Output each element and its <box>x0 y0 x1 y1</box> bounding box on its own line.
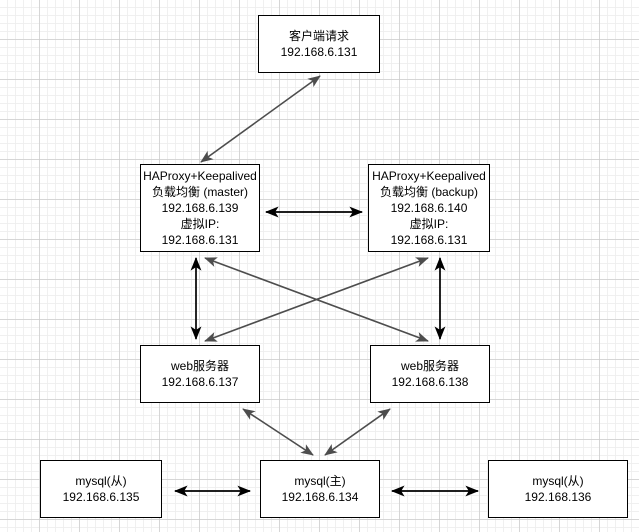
lb-backup-ip: 192.168.6.140 <box>390 201 468 215</box>
mysql-master-node[interactable]: mysql(主) 192.168.6.134 <box>260 460 380 518</box>
lb-master-vip: 192.168.6.131 <box>161 233 239 247</box>
mysql-slave-left-ip: 192.168.6.135 <box>62 490 140 504</box>
web-right-ip: 192.168.6.138 <box>391 375 469 389</box>
web-right-label: web服务器 <box>400 359 459 373</box>
edge-lb-backup-to-web-left <box>204 257 429 342</box>
edge-client-to-lb-master <box>200 75 321 163</box>
mysql-slave-left-node[interactable]: mysql(从) 192.168.6.135 <box>40 460 162 518</box>
client-request-label: 客户端请求 <box>288 29 349 43</box>
web-left-ip: 192.168.6.137 <box>161 375 239 389</box>
web-left-label: web服务器 <box>170 359 229 373</box>
haproxy-keepalived-master-node[interactable]: HAProxy+Keepalived 负载均衡 (master) 192.168… <box>140 164 260 252</box>
web-server-left-node[interactable]: web服务器 192.168.6.137 <box>140 345 260 403</box>
mysql-slave-right-label: mysql(从) <box>532 474 584 488</box>
haproxy-keepalived-backup-node[interactable]: HAProxy+Keepalived 负载均衡 (backup) 192.168… <box>368 164 490 252</box>
web-server-right-node[interactable]: web服务器 192.168.6.138 <box>370 345 490 403</box>
lb-backup-vip: 192.168.6.131 <box>390 233 468 247</box>
lb-master-role: 负载均衡 (master) <box>151 185 248 199</box>
lb-backup-role: 负载均衡 (backup) <box>379 185 479 199</box>
mysql-master-ip: 192.168.6.134 <box>281 490 359 504</box>
lb-master-vip-label: 虚拟IP: <box>180 217 220 231</box>
edge-web-right-to-mysql-master <box>324 408 391 456</box>
lb-master-title: HAProxy+Keepalived <box>143 169 257 183</box>
mysql-slave-right-node[interactable]: mysql(从) 192.168.136 <box>488 460 628 518</box>
mysql-slave-left-label: mysql(从) <box>75 474 127 488</box>
lb-backup-vip-label: 虚拟IP: <box>409 217 449 231</box>
mysql-master-label: mysql(主) <box>294 474 346 488</box>
client-request-ip: 192.168.6.131 <box>280 45 358 59</box>
edge-web-left-to-mysql-master <box>242 408 314 456</box>
lb-master-ip: 192.168.6.139 <box>161 201 239 215</box>
mysql-slave-right-ip: 192.168.136 <box>524 490 592 504</box>
lb-backup-title: HAProxy+Keepalived <box>372 169 486 183</box>
client-request-node[interactable]: 客户端请求 192.168.6.131 <box>258 15 380 73</box>
